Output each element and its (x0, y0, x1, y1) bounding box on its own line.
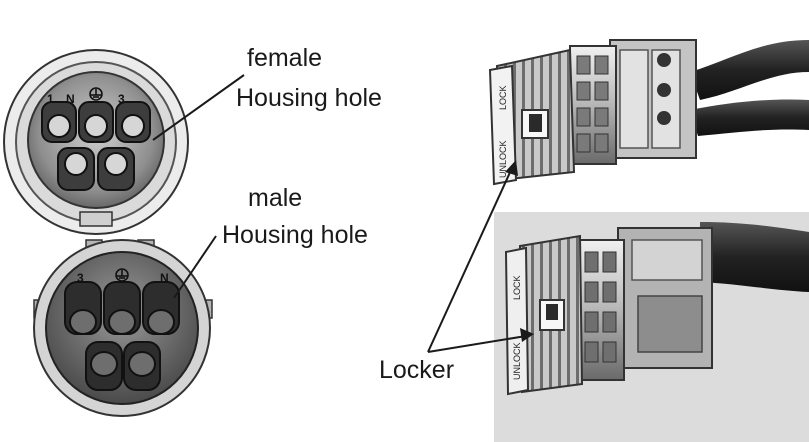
male-housing-hole (85, 341, 123, 391)
cable (690, 99, 809, 136)
cable (690, 40, 809, 100)
female-label-line1: female (247, 44, 323, 72)
earth-ground-icon (115, 268, 129, 282)
female-pin-mark: 3 (118, 92, 125, 106)
female-housing-hole (78, 101, 114, 143)
female-label-line2: Housing hole (236, 84, 382, 112)
female-pin-mark: 1 (47, 92, 54, 106)
female-housing-hole (115, 101, 151, 143)
female-key-notch (79, 211, 113, 227)
female-housing-hole (97, 147, 135, 191)
earth-ground-icon (89, 87, 103, 101)
male-label-line2: Housing hole (222, 221, 368, 249)
female-housing-hole (57, 147, 95, 191)
female-connector: 1 N 3 (3, 49, 189, 235)
male-housing-hole (142, 281, 180, 335)
female-pin-mark: N (66, 92, 75, 106)
male-pin-mark: 3 (77, 271, 84, 285)
locker-arrowhead-top (505, 160, 518, 176)
locker-label: Locker (379, 356, 455, 384)
cable (700, 222, 809, 292)
male-pin-mark: N (160, 271, 169, 285)
locker-leader-line-top (427, 167, 513, 353)
male-leader-line (173, 235, 217, 299)
unlock-marking: UNLOCK (498, 140, 508, 178)
male-label-line1: male (248, 184, 303, 212)
female-housing-hole (41, 101, 77, 143)
male-housing-hole (64, 281, 102, 335)
male-housing-hole (123, 341, 161, 391)
lock-marking: LOCK (498, 85, 508, 110)
female-leader-line (152, 74, 245, 141)
top-plug-side-view: LOCK UNLOCK (488, 39, 809, 186)
male-connector: 3 N (33, 239, 213, 417)
locker-leader-line-bottom (427, 335, 527, 353)
bottom-plug-photo: LOCK UNLOCK (494, 212, 809, 442)
lock-marking: LOCK (512, 275, 522, 300)
locker-arrowhead-bottom (520, 328, 534, 342)
unlock-marking: UNLOCK (512, 342, 522, 380)
male-housing-hole (103, 281, 141, 335)
